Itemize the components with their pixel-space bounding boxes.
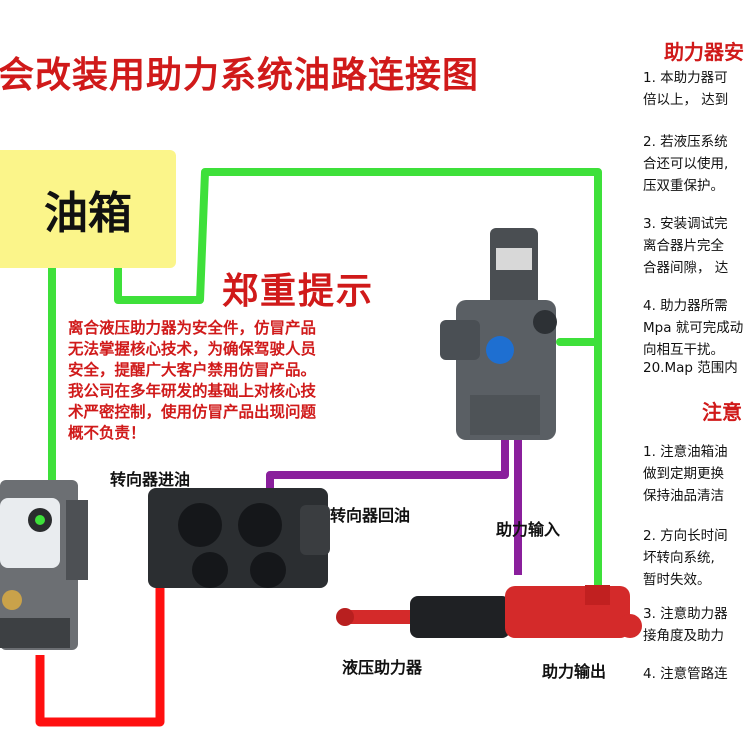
right-panel-title-2: 注意 [702,400,742,424]
warning-line: 我公司在多年研发的基础上对核心技 [68,382,317,400]
assist-input-label: 助力输入 [496,520,561,539]
right-panel-line: 接角度及助力 [643,628,724,644]
steering-inlet-label: 转向器进油 [110,470,191,489]
right-panel-line: Mpa 就可完成动 [643,320,744,336]
right-panel-line: 4. 注意管路连 [643,666,728,682]
right-panel-line: 做到定期更换 [643,466,724,482]
control-valve [440,228,557,440]
right-panel-line: 2. 若液压系统 [643,134,728,150]
pump-body [0,480,88,650]
right-panel-line: 向相互干扰。 [643,342,724,358]
warning-line: 离合液压助力器为安全件，仿冒产品 [68,319,317,337]
right-panel-line: 合器间隙， 达 [643,260,729,276]
oil-tank-box: 油箱 [0,150,176,268]
hydraulic-booster [336,585,642,638]
right-panel-line: 2. 方向长时间 [643,528,728,544]
assist-output-label: 助力输出 [542,662,607,681]
right-panel-line: 4. 助力器所需 [643,298,728,314]
steering-return-label: 转向器回油 [330,506,411,525]
warning-line: 安全，提醒广大客户禁用仿冒产品。 [68,361,317,379]
oil-tank-label: 油箱 [44,188,132,239]
hydraulic-booster-label: 液压助力器 [342,658,423,677]
right-panel-line: 3. 安装调试完 [643,216,728,232]
right-panel-line: 倍以上， 达到 [643,92,729,108]
warning-text: 离合液压助力器为安全件，仿冒产品 无法掌握核心技术，为确保驾驶人员 安全，提醒广… [68,318,408,444]
right-panel-line: 离合器片完全 [643,238,724,254]
warning-line: 概不负责！ [68,424,146,442]
supply-pipes [48,168,602,604]
right-panel-line: 1. 本助力器可 [643,70,728,86]
right-panel-line: 20.Map 范围内 [643,360,738,376]
right-panel-line: 3. 注意助力器 [643,606,728,622]
right-panel-title-1: 助力器安 [664,40,744,64]
right-panel-line: 保持油品清洁 [643,488,724,504]
warning-title: 郑重提示 [222,271,375,312]
right-panel-line: 合还可以使用, [643,156,729,172]
warning-line: 术严密控制，使用仿冒产品出现问题 [68,403,317,421]
diagram-title: 会改装用助力系统油路连接图 [0,55,480,96]
right-panel-line: 1. 注意油箱油 [643,444,728,460]
steering-valve [148,488,330,588]
warning-line: 无法掌握核心技术，为确保驾驶人员 [68,340,317,358]
right-panel-line: 压双重保护。 [643,178,724,194]
right-panel-line: 暂时失效。 [643,572,711,588]
right-panel-line: 坏转向系统, [643,550,715,566]
return-to-tank-pipe [114,168,602,604]
